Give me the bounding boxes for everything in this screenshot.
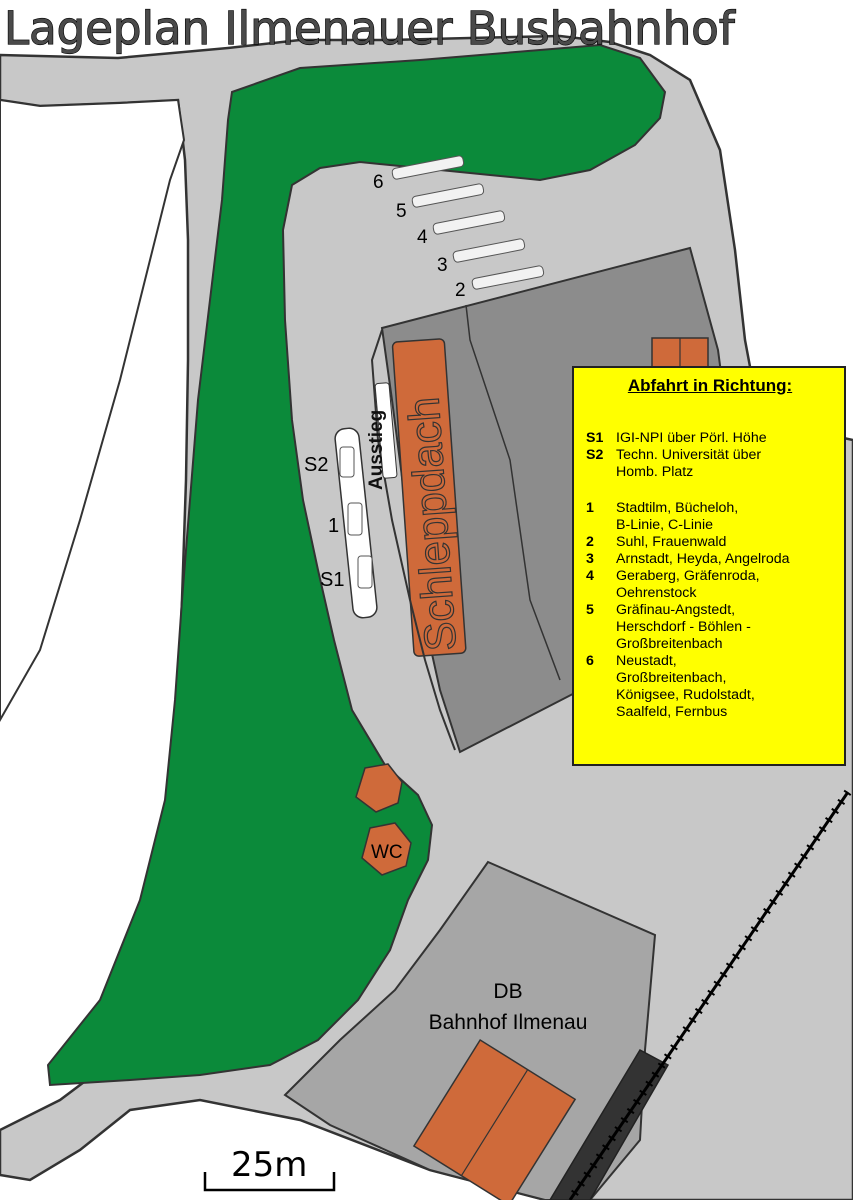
stop-1	[347, 502, 363, 536]
bay-3	[452, 238, 526, 263]
legend-row-3: 3 Arnstadt, Heyda, Angelroda	[586, 551, 834, 568]
bay-5	[411, 183, 485, 208]
platform-5-label: 5	[396, 201, 407, 222]
legend-key: S2	[586, 447, 604, 463]
legend-spacer	[586, 481, 834, 500]
legend-key: S1	[586, 430, 604, 446]
legend-row-6: 6 Neustadt, Großbreitenbach, Königsee, R…	[586, 653, 834, 721]
kiosk-hexagon	[355, 763, 403, 813]
platform-3-label: 3	[437, 255, 448, 276]
legend-key: 1	[586, 500, 594, 516]
legend-text: Suhl, Frauenwald	[616, 534, 727, 550]
railway-track	[568, 791, 850, 1200]
bay-6	[391, 155, 465, 180]
platform-2-label: 2	[455, 280, 466, 301]
legend-text: Stadtilm, Bücheloh, B-Linie, C-Linie	[616, 500, 739, 533]
platform-6-label: 6	[373, 172, 384, 193]
legend-text: Arnstadt, Heyda, Angelroda	[616, 551, 790, 567]
legend-row-1: 1 Stadtilm, Bücheloh, B-Linie, C-Linie	[586, 500, 834, 534]
legend-text: IGI-NPI über Pörl. Höhe	[616, 430, 767, 446]
legend-box: Abfahrt in Richtung: S1 IGI-NPI über Pör…	[572, 366, 846, 766]
wc-hexagon	[361, 822, 412, 876]
scale-label: 25m	[231, 1145, 307, 1185]
legend-key: 3	[586, 551, 594, 567]
platform-s2-label: S2	[304, 454, 328, 476]
ausstieg-label: Ausstieg	[366, 410, 387, 490]
wc-label: WC	[371, 842, 403, 863]
page-title: Lageplan Ilmenauer Busbahnhof	[4, 2, 736, 55]
legend-key: 6	[586, 653, 594, 669]
stop-s2	[339, 446, 355, 478]
station-label-name: Bahnhof Ilmenau	[429, 1011, 588, 1034]
legend-key: 2	[586, 534, 594, 550]
schleppdach-canopy	[391, 338, 467, 657]
platform-4-label: 4	[417, 227, 428, 248]
legend-text: Neustadt, Großbreitenbach, Königsee, Rud…	[616, 653, 755, 720]
legend-text: Geraberg, Gräfenroda, Oehrenstock	[616, 568, 760, 601]
legend-key: 4	[586, 568, 594, 584]
bay-2	[471, 265, 545, 290]
platform-s1-label: S1	[320, 569, 344, 591]
legend-row-s1: S1 IGI-NPI über Pörl. Höhe	[586, 430, 834, 447]
stop-s1	[357, 555, 373, 589]
ausstieg-curb	[370, 329, 456, 751]
bay-4	[432, 210, 506, 235]
road-edge-left	[0, 98, 186, 723]
legend-text: Techn. Universität über Homb. Platz	[616, 447, 762, 480]
station-label-db: DB	[493, 980, 522, 1003]
legend-row-2: 2 Suhl, Frauenwald	[586, 534, 834, 551]
legend-row-s2: S2 Techn. Universität über Homb. Platz	[586, 447, 834, 481]
platform-1-label: 1	[328, 515, 339, 537]
ausstieg-stop	[374, 382, 398, 479]
legend-row-4: 4 Geraberg, Gräfenroda, Oehrenstock	[586, 568, 834, 602]
legend-text: Gräfinau-Angstedt, Herschdorf - Böhlen -…	[616, 602, 751, 652]
building-inner-line	[465, 304, 561, 681]
legend-key: 5	[586, 602, 594, 618]
scale-bar	[203, 1172, 336, 1192]
legend-row-5: 5 Gräfinau-Angstedt, Herschdorf - Böhlen…	[586, 602, 834, 653]
station-roof-group	[412, 1038, 577, 1200]
station-roof-ridge	[460, 1069, 529, 1176]
legend-heading: Abfahrt in Richtung:	[627, 376, 793, 395]
rail-platform	[549, 1049, 670, 1200]
schleppdach-group	[391, 338, 467, 657]
